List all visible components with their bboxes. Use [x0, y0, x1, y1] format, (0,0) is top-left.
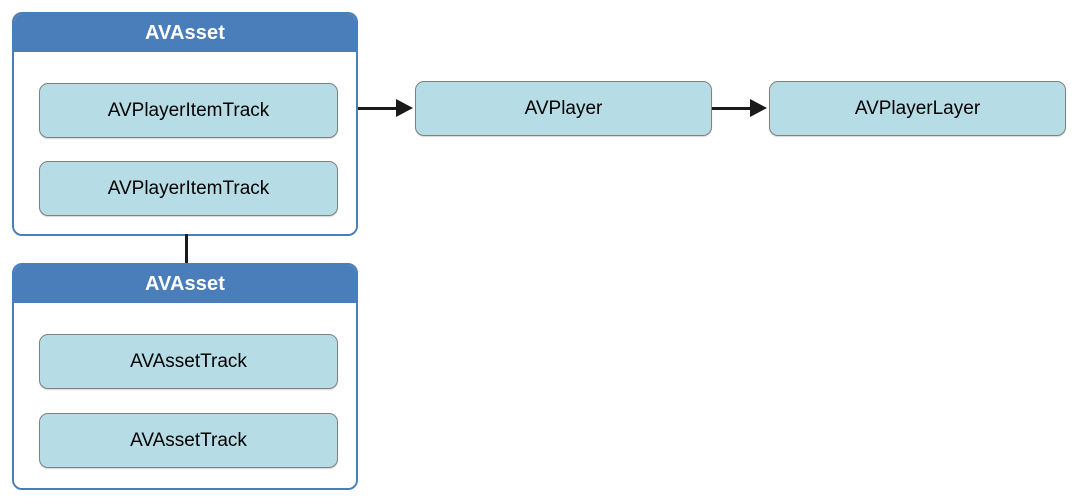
node-avplayerlayer[interactable]: AVPlayerLayer — [769, 81, 1066, 136]
group-header-avasset-top: AVAsset — [14, 14, 356, 52]
connector-player-to-layer-line — [712, 107, 754, 110]
connector-asset-to-player-line — [358, 107, 400, 110]
connector-player-to-layer-arrowhead — [750, 99, 767, 117]
group-body-avasset-bottom: AVAssetTrack AVAssetTrack — [14, 303, 356, 488]
connector-asset-to-player-arrowhead — [396, 99, 413, 117]
group-header-avasset-bottom: AVAsset — [14, 265, 356, 303]
group-avasset-source[interactable]: AVAsset AVAssetTrack AVAssetTrack — [12, 263, 358, 490]
node-avplayeritemtrack-2[interactable]: AVPlayerItemTrack — [39, 161, 338, 216]
node-avplayer[interactable]: AVPlayer — [415, 81, 712, 136]
node-avassettrack-1[interactable]: AVAssetTrack — [39, 334, 338, 389]
group-body-avasset-top: AVPlayerItemTrack AVPlayerItemTrack — [14, 52, 356, 234]
group-avasset-player-item[interactable]: AVAsset AVPlayerItemTrack AVPlayerItemTr… — [12, 12, 358, 236]
node-avplayeritemtrack-1[interactable]: AVPlayerItemTrack — [39, 83, 338, 138]
connector-asset-to-asset-line — [185, 234, 188, 264]
node-avassettrack-2[interactable]: AVAssetTrack — [39, 413, 338, 468]
